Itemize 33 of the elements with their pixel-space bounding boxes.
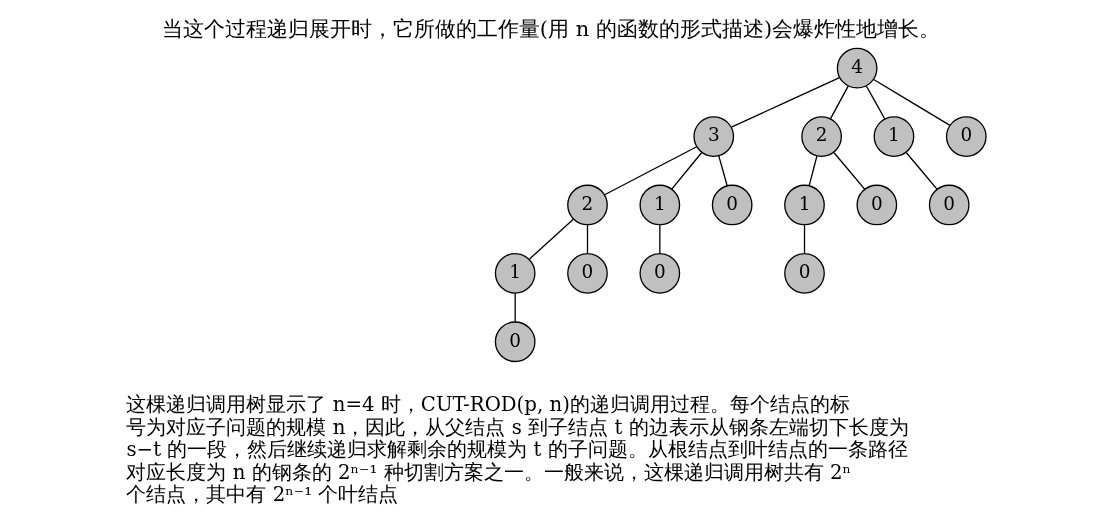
connector [873,78,951,126]
connector [514,292,516,323]
node-circle: 1 [873,115,915,157]
node-circle: 1 [784,184,825,225]
connector [829,84,849,120]
node-circle: 1 [639,184,681,225]
connector [808,154,818,186]
connector [833,151,866,190]
node-circle: 0 [711,184,753,225]
node-circle: 0 [945,115,987,157]
connector [528,217,575,260]
node-circle: 0 [494,320,536,362]
node-circle: 2 [801,115,842,157]
node-circle: 2 [567,184,608,225]
connector [718,154,728,186]
caption: 这棵递归调用树显示了 n=4 时，CUT-ROD(p, n)的递归调用过程。每个结点的标号为对应子问题的规模 n，因此，从父结点 s 到子结点 t 的边表示从钢条左端切下长度为 s−t 的一段，然后继续递归求解剩余的规模为 t 的子问题。从根结点到叶结点的一条路径对应长度为 n 的钢条的 2ⁿ⁻¹ 种切割方案之一。一般来说，这棵递归调用树共有 2ⁿ 个结点，其中有 2ⁿ⁻¹ 个叶结点 [126,392,909,506]
node-circle: 0 [928,184,970,225]
node-circle: 3 [693,115,735,157]
connector [803,223,806,254]
connector [730,76,841,128]
node-circle: 0 [639,252,681,294]
connector [865,84,886,119]
node-circle: 0 [856,184,898,225]
connector [905,151,938,190]
node-circle: 4 [836,47,878,89]
connector [586,223,589,254]
node-circle: 1 [494,252,536,294]
node-circle: 0 [567,252,608,294]
connector [604,145,698,195]
node-circle: 0 [784,252,825,294]
connector [659,223,661,254]
diagram-title: 当这个过程递归展开时，它所做的工作量(用 n 的函数的形式描述)会爆炸性地增长。 [161,15,941,41]
connector [671,151,703,190]
